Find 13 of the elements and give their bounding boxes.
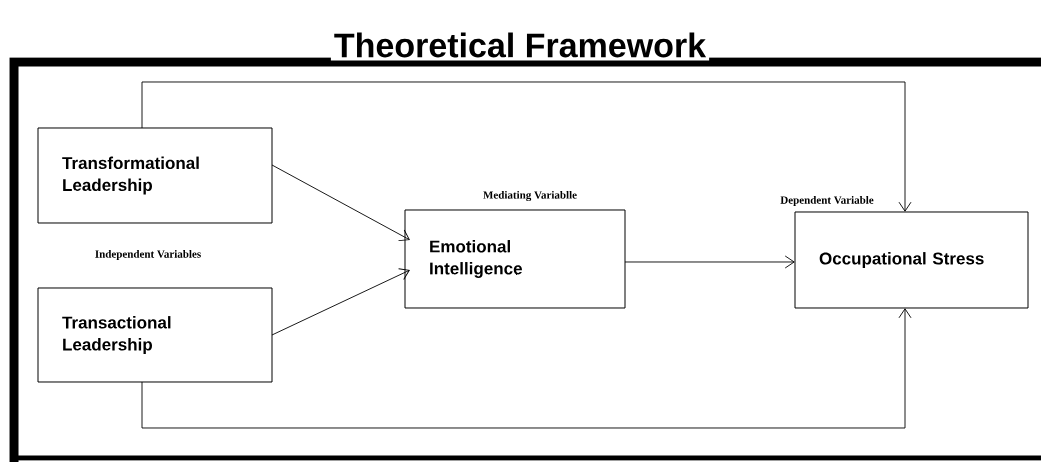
concept-box: Occupational Stress xyxy=(794,211,1029,309)
role-label: Dependent Variable xyxy=(780,196,874,206)
arrow xyxy=(141,308,912,429)
title: Theoretical Framework xyxy=(330,29,710,61)
arrow xyxy=(141,81,912,212)
role-label: Independent Variables xyxy=(95,250,201,260)
arrow xyxy=(271,268,410,336)
concept-box: Emotional Intelligence xyxy=(404,209,626,309)
concept-box: Transformational Leadership xyxy=(37,127,273,224)
arrow xyxy=(271,164,410,242)
arrow xyxy=(624,255,795,269)
role-label: Mediating Variablle xyxy=(483,190,577,202)
concept-box: Transactional Leadership xyxy=(37,287,273,383)
